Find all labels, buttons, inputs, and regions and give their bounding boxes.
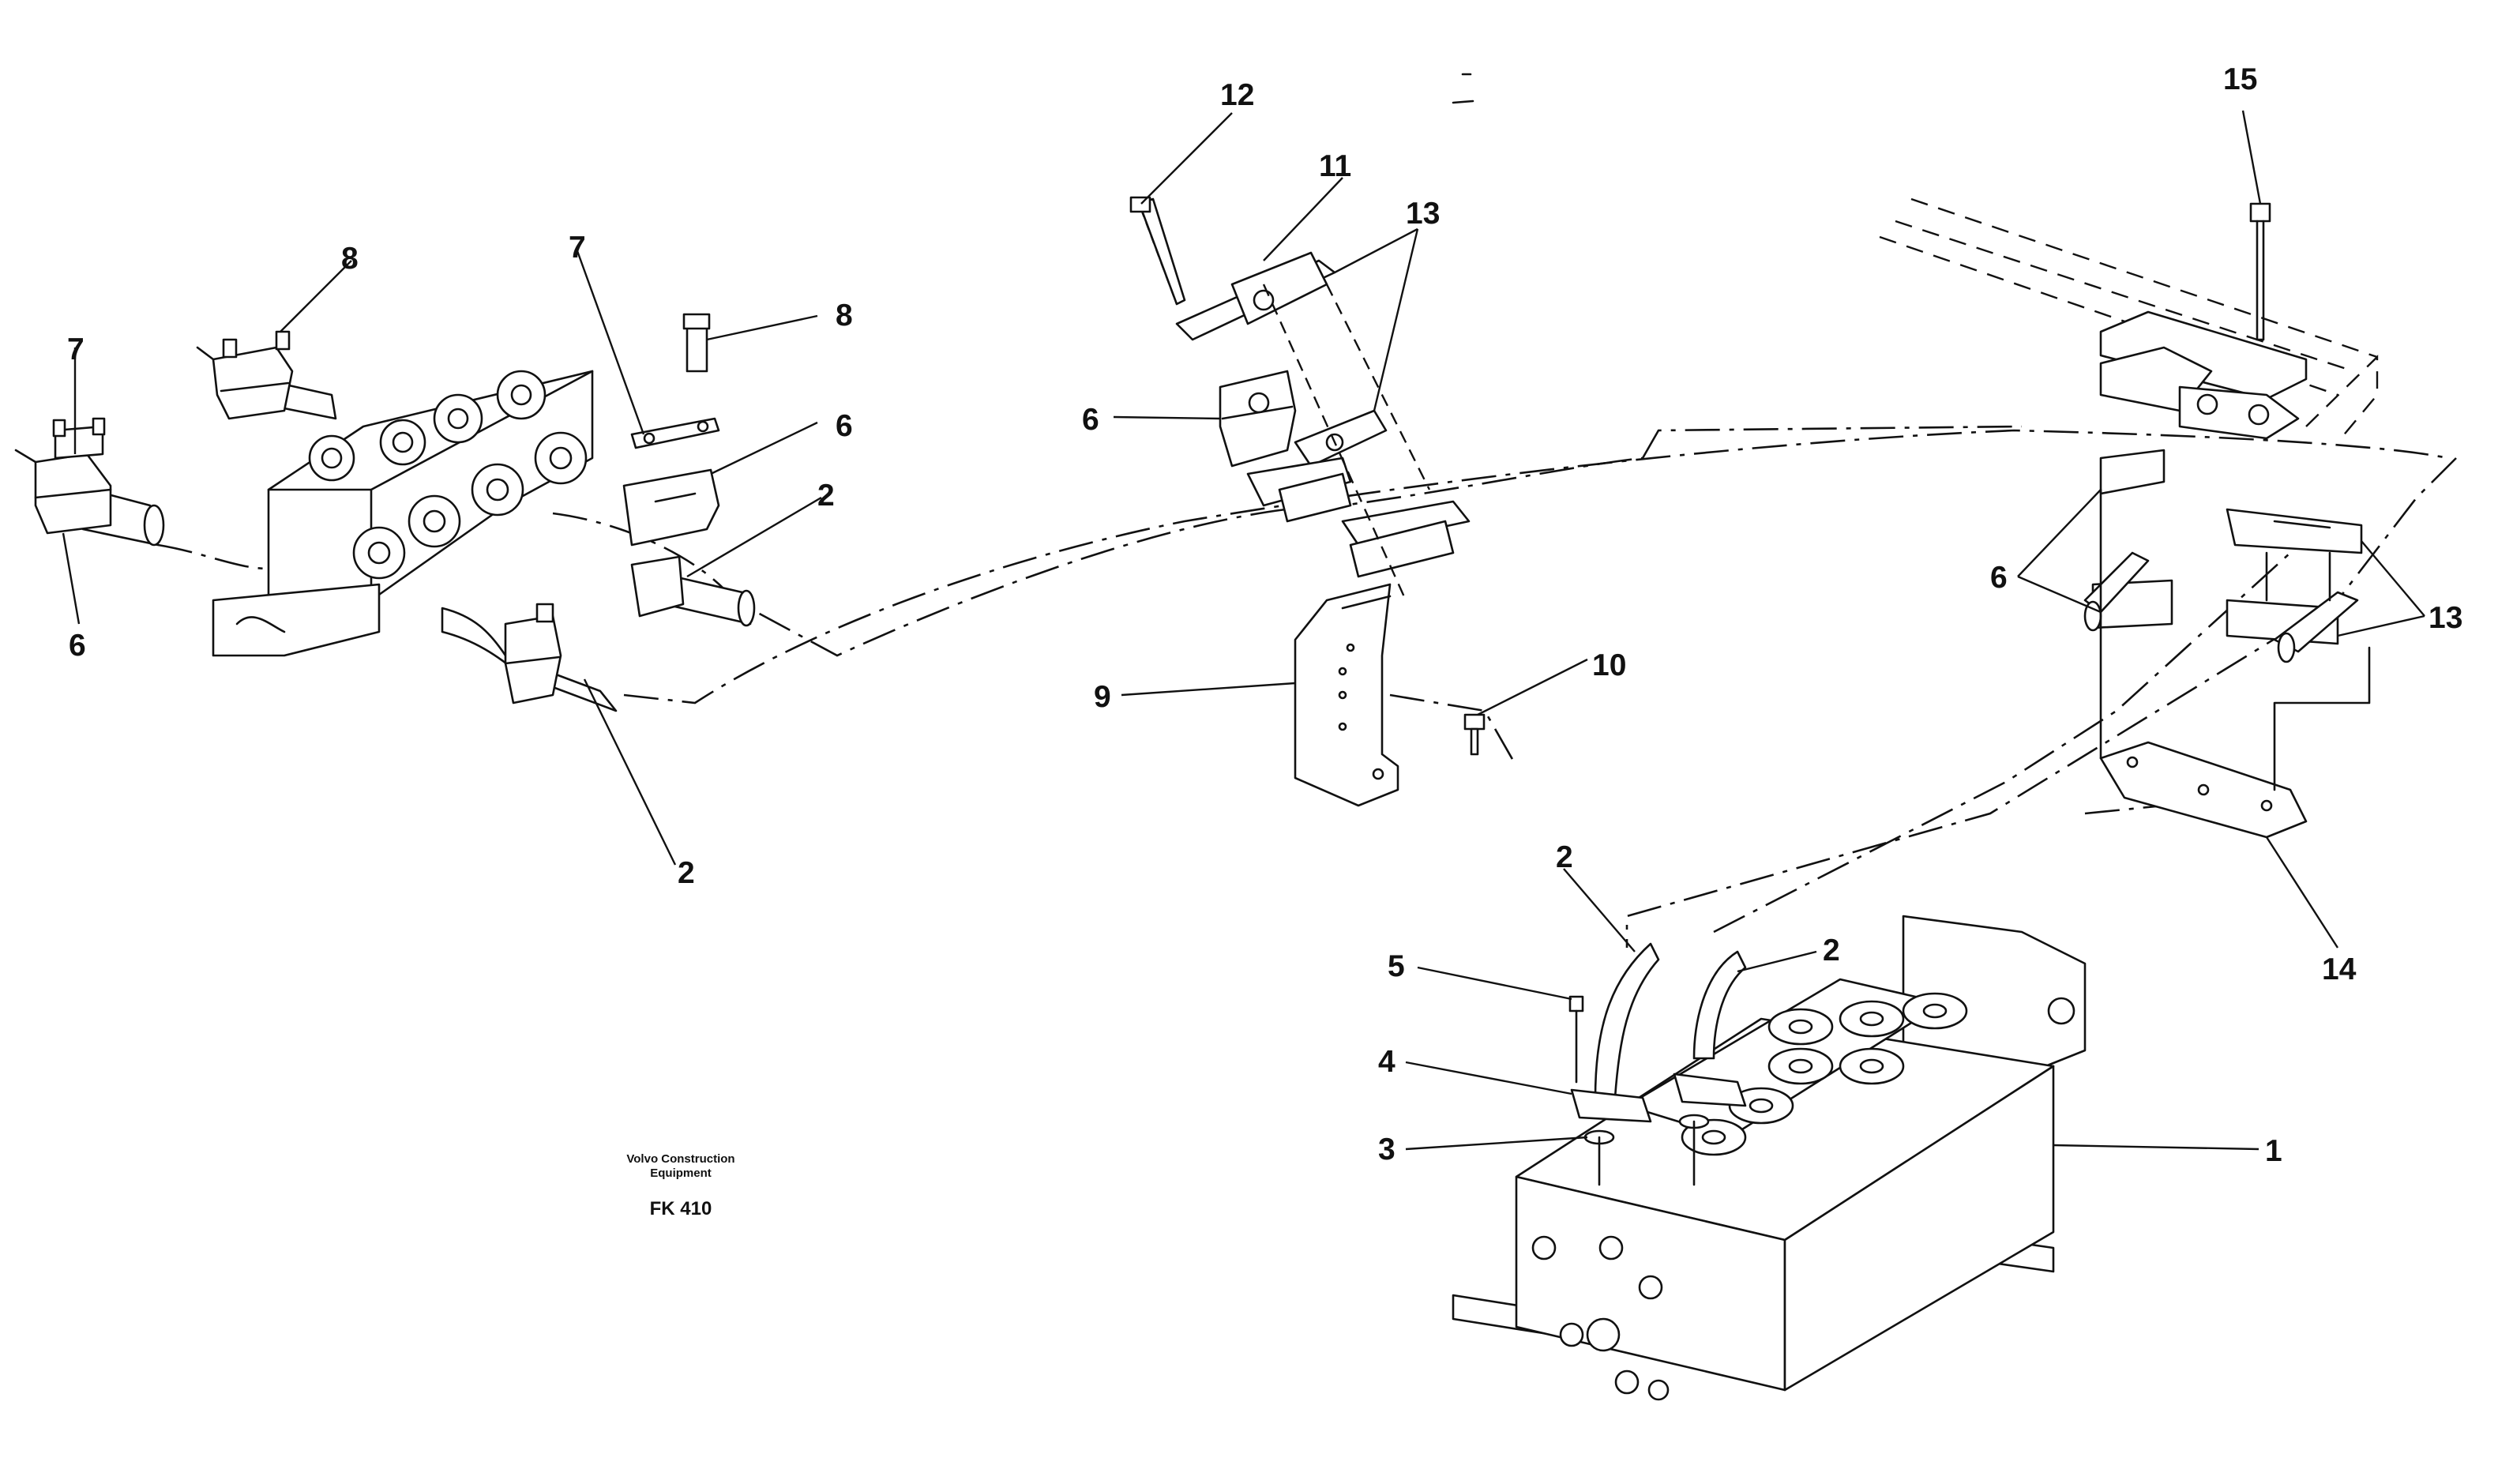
drawing-caption: Volvo Construction Equipment FK 410 bbox=[626, 1152, 734, 1219]
left-tube-clamp bbox=[14, 417, 165, 547]
callout-2: 2 bbox=[817, 479, 835, 513]
callout-2: 2 bbox=[1556, 840, 1573, 874]
callout-11: 11 bbox=[1319, 149, 1351, 183]
callout-5: 5 bbox=[1388, 949, 1405, 983]
callout-8: 8 bbox=[341, 242, 359, 276]
caption-line-2: Equipment bbox=[650, 1167, 712, 1180]
callout-6: 6 bbox=[1990, 561, 2008, 595]
callout-1: 1 bbox=[2265, 1134, 2282, 1168]
callout-4: 4 bbox=[1378, 1045, 1395, 1079]
callout-2: 2 bbox=[1823, 934, 1840, 967]
callout-13: 13 bbox=[1406, 197, 1440, 231]
callout-6: 6 bbox=[1082, 403, 1099, 437]
callout-12: 12 bbox=[1220, 78, 1254, 112]
stray-marks bbox=[1452, 73, 1474, 104]
left-valve-block bbox=[212, 370, 594, 657]
callout-7: 7 bbox=[67, 332, 85, 366]
hose-routing-lines bbox=[157, 425, 2457, 948]
callout-14: 14 bbox=[2322, 952, 2357, 986]
upper-left-clamp bbox=[196, 330, 337, 420]
callout-9: 9 bbox=[1094, 680, 1111, 714]
right-bracket-assembly bbox=[2083, 202, 2371, 839]
center-left-clamp-set bbox=[622, 313, 756, 627]
callout-6: 6 bbox=[69, 629, 86, 663]
drawing-code: FK 410 bbox=[650, 1198, 712, 1219]
callout-numbers: 1 2 2 2 2 3 4 5 6 6 6 6 7 7 8 8 9 10 11 … bbox=[67, 62, 2462, 1168]
callout-8: 8 bbox=[836, 299, 853, 332]
callout-2: 2 bbox=[678, 856, 695, 890]
callout-13: 13 bbox=[2428, 601, 2462, 635]
callout-6: 6 bbox=[836, 409, 853, 443]
center-bracket-assembly bbox=[1129, 196, 1486, 807]
callout-3: 3 bbox=[1378, 1133, 1395, 1167]
callout-7: 7 bbox=[569, 231, 586, 265]
caption-line-1: Volvo Construction bbox=[626, 1152, 734, 1166]
lower-tube-clamp bbox=[441, 603, 618, 712]
callout-15: 15 bbox=[2223, 62, 2257, 96]
main-valve-block bbox=[1452, 915, 2087, 1401]
main-block-hoses bbox=[1568, 942, 1747, 1186]
callout-10: 10 bbox=[1592, 648, 1626, 682]
leader-lines bbox=[62, 110, 2425, 1151]
